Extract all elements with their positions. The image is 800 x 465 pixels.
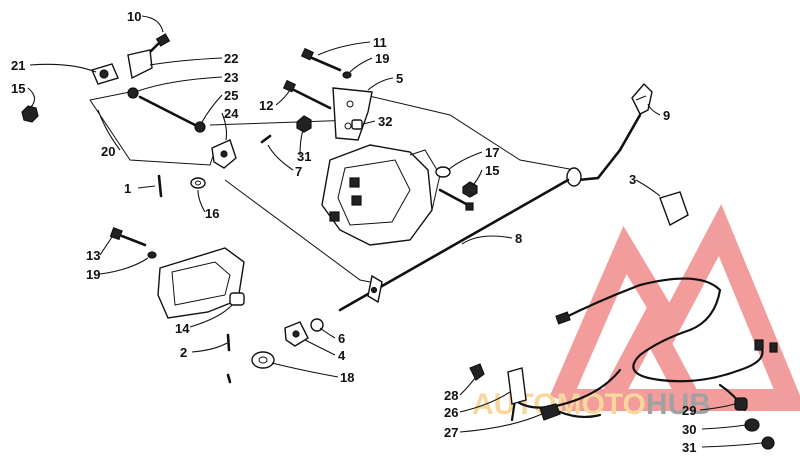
upper-left-linkage <box>21 33 272 198</box>
screw-28 <box>469 363 485 381</box>
callout-8: 8 <box>515 231 522 246</box>
callout-29: 29 <box>682 403 696 418</box>
callout-21: 21 <box>11 58 25 73</box>
callout-18: 18 <box>340 370 354 385</box>
callout-14: 14 <box>175 321 190 336</box>
connector-29 <box>734 397 748 411</box>
connector-27 <box>539 403 602 421</box>
bolt-13 <box>109 227 147 247</box>
spacer-32 <box>351 119 363 130</box>
callout-labels: 10 11 19 5 21 22 23 25 24 15 12 32 9 20 … <box>11 9 696 455</box>
callout-13: 13 <box>86 248 100 263</box>
pin-1 <box>157 174 163 198</box>
caliper-housing <box>321 144 441 246</box>
callout-15-right: 15 <box>485 163 499 178</box>
nut-23 <box>127 87 139 99</box>
callout-5: 5 <box>396 71 403 86</box>
washer-17-small <box>435 166 451 178</box>
callout-31-upper: 31 <box>297 149 311 164</box>
long-bolt-25 <box>138 95 206 133</box>
clevis-4 <box>284 321 309 347</box>
bolt-11 <box>300 47 342 72</box>
nut-15-upper <box>21 105 39 123</box>
callout-31-lower: 31 <box>682 440 696 455</box>
callout-12: 12 <box>259 98 273 113</box>
callout-leaders <box>27 15 763 448</box>
switch-26 <box>507 367 527 405</box>
watermark-triangle-logo-icon <box>549 204 800 411</box>
shift-lever-9 <box>566 82 653 187</box>
washer-18 <box>251 351 275 369</box>
bracket-22 <box>127 49 153 80</box>
callout-11: 11 <box>373 35 387 50</box>
decal-3 <box>659 191 689 227</box>
wiring-harness <box>469 277 778 450</box>
callout-15-upper: 15 <box>11 81 25 96</box>
callout-6: 6 <box>338 331 345 346</box>
automotohub-watermark: AUTOMOTOHUB <box>472 204 800 421</box>
callout-10: 10 <box>127 9 141 24</box>
grommet-30 <box>744 418 760 432</box>
callout-26: 26 <box>444 405 458 420</box>
washer-19-lower <box>147 251 157 259</box>
callout-7: 7 <box>295 164 302 179</box>
callout-27: 27 <box>444 425 458 440</box>
callout-32: 32 <box>378 114 392 129</box>
bolt-17 <box>438 188 474 211</box>
callout-19-upper: 19 <box>375 51 389 66</box>
bolt-12 <box>282 79 332 110</box>
pin-7 <box>260 134 272 144</box>
clevis-24 <box>211 139 237 169</box>
callout-19-lower: 19 <box>86 267 100 282</box>
callout-17: 17 <box>485 145 499 160</box>
cap-31 <box>761 436 775 450</box>
pivot-block-21 <box>91 63 119 85</box>
center-bracket-assembly <box>282 47 478 246</box>
mount-block-14 <box>157 247 245 319</box>
callout-28: 28 <box>444 388 458 403</box>
pin-2 <box>226 333 232 384</box>
callout-30: 30 <box>682 422 696 437</box>
long-rod-8 <box>338 178 570 312</box>
washer-19-upper <box>342 71 352 79</box>
callout-1: 1 <box>124 181 131 196</box>
callout-2: 2 <box>180 345 187 360</box>
watermark-text: AUTOMOTOHUB <box>472 388 711 421</box>
washer-16 <box>190 177 206 189</box>
callout-25: 25 <box>224 88 238 103</box>
callout-4: 4 <box>338 348 346 363</box>
watermark-text-part2: HUB <box>646 388 711 421</box>
bushing-14 <box>229 292 245 306</box>
callout-16: 16 <box>205 206 219 221</box>
callout-23: 23 <box>224 70 238 85</box>
lower-left-assembly <box>109 227 324 384</box>
nut-31-upper <box>296 115 312 133</box>
nut-15-right <box>462 181 478 198</box>
callout-20: 20 <box>101 144 115 159</box>
bracket-plate-5 <box>332 87 373 141</box>
callout-22: 22 <box>224 51 238 66</box>
callout-9: 9 <box>663 108 670 123</box>
callout-24: 24 <box>224 106 239 121</box>
callout-3: 3 <box>629 172 636 187</box>
